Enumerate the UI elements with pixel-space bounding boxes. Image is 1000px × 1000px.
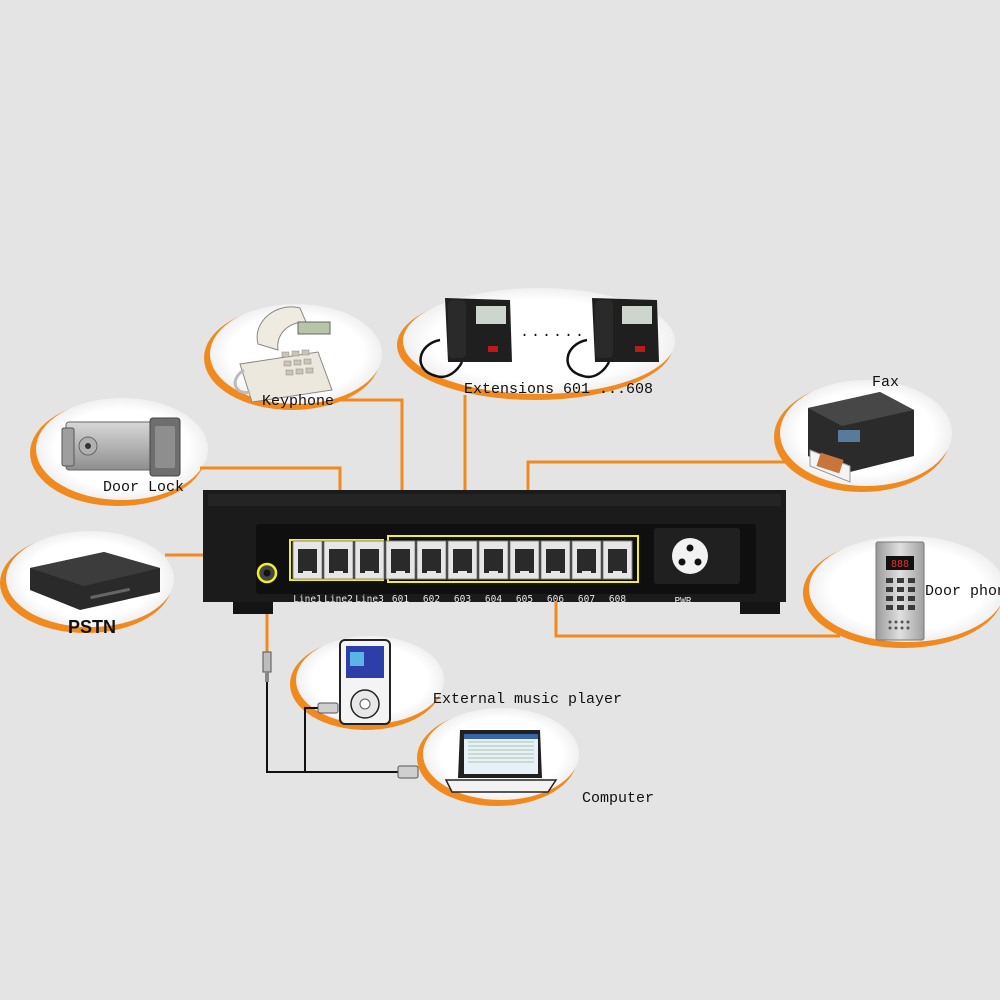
usb-plug (397, 765, 419, 779)
port-label-603: 603 (453, 594, 472, 605)
pstn-label: PSTN (68, 617, 117, 637)
port-label-606: 606 (546, 594, 565, 605)
port-label-605: 605 (515, 594, 534, 605)
port-jack-604 (478, 540, 509, 580)
audio-plug (262, 651, 272, 673)
door-lock-label: Door Lock (103, 479, 185, 496)
music-player-icon (339, 639, 391, 725)
keyphone-icon (233, 306, 333, 403)
port-jack-line2 (323, 540, 354, 580)
port-label-607: 607 (577, 594, 596, 605)
door-lock-icon (61, 417, 181, 477)
port-label-601: 601 (391, 594, 410, 605)
pstn-icon (30, 552, 160, 610)
music-player-label: External music player (433, 691, 623, 708)
port-label-line2: Line2 (324, 594, 353, 605)
computer-label: Computer (582, 790, 655, 807)
port-jack-line3 (354, 540, 385, 580)
audio-cables (262, 651, 419, 779)
svg-text:888: 888 (891, 559, 909, 570)
port-jack-607 (571, 540, 602, 580)
port-jack-line1 (292, 540, 323, 580)
computer-icon (444, 730, 558, 793)
extension-phone-icon (419, 298, 512, 379)
door-phone-link (554, 590, 840, 638)
fax-icon (808, 392, 914, 483)
port-jacks (292, 540, 633, 580)
extensions-ellipsis: ...... (520, 324, 587, 341)
port-label-608: 608 (608, 594, 627, 605)
port-label-line1: Line1 (293, 594, 322, 605)
door-phone-label: Door phone (925, 583, 1000, 600)
port-label-602: 602 (422, 594, 441, 605)
port-jack-608 (602, 540, 633, 580)
port-jack-602 (416, 540, 447, 580)
port-jack-601 (385, 540, 416, 580)
door-phone-icon: 888 (875, 541, 925, 641)
power-label: PWR (674, 596, 692, 607)
port-jack-606 (540, 540, 571, 580)
fax-label: Fax (872, 374, 900, 391)
pbx-device (203, 490, 786, 614)
keyphone-label: Keyphone (262, 393, 335, 410)
extensions-label: Extensions 601 ...608 (464, 381, 654, 398)
port-jack-605 (509, 540, 540, 580)
extension-phone-icon-2 (566, 298, 659, 379)
power-socket (672, 538, 708, 574)
port-label-604: 604 (484, 594, 503, 605)
port-label-line3: Line3 (355, 594, 384, 605)
port-jack-603 (447, 540, 478, 580)
